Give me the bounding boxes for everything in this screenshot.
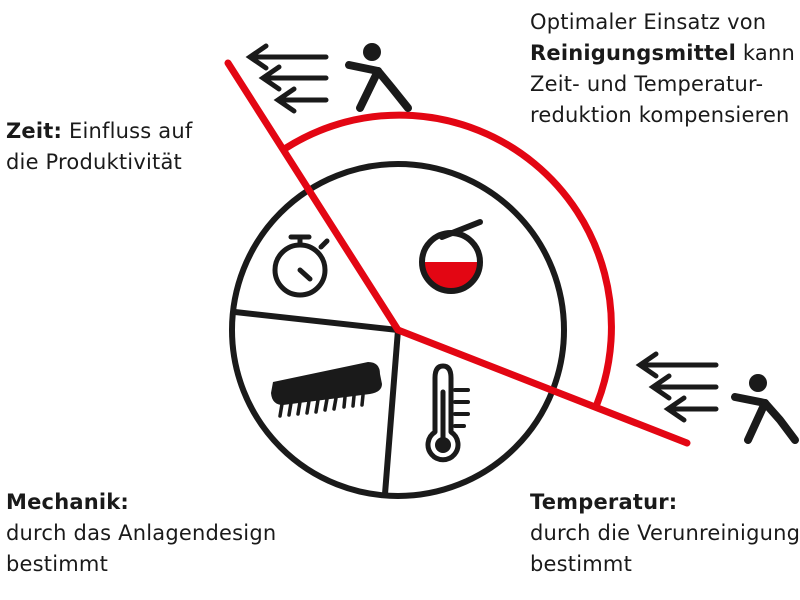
brush-icon [271, 362, 382, 418]
label-reinigungsmittel-line3: Zeit- und Temperatur- [530, 72, 764, 96]
label-reinigungsmittel-title: Reinigungsmittel [530, 41, 737, 65]
arrows-right [635, 351, 719, 423]
reinigungsmittel-arc [282, 111, 615, 408]
label-temperatur-line2: durch die Verunreinigung [530, 521, 800, 545]
arrows-top [245, 43, 329, 114]
label-mechanik-title: Mechanik: [6, 490, 130, 514]
label-zeit-line2: die Produktivität [6, 150, 182, 174]
pushing-figure-icon [731, 374, 799, 444]
label-temperatur-line3: bestimmt [530, 552, 633, 576]
label-reinigungsmittel-line4: reduktion kompensieren [530, 103, 790, 127]
boundary-line-temperatur [394, 326, 691, 447]
stopwatch-icon [272, 234, 330, 298]
label-reinigungsmittel-line1: Optimaler Einsatz von [530, 10, 767, 34]
thermometer-icon [425, 363, 470, 463]
label-mechanik: Mechanik: durch das Anlagendesign bestim… [6, 487, 336, 580]
label-mechanik-line2: durch das Anlagendesign [6, 521, 277, 545]
label-mechanik-line3: bestimmt [6, 552, 109, 576]
flask-icon [419, 219, 483, 294]
label-zeit-text: Einfluss auf [62, 119, 193, 143]
label-zeit-title: Zeit: [6, 119, 63, 143]
label-reinigungsmittel-line2: Reinigungsmittel kann [530, 41, 795, 65]
label-temperatur: Temperatur: durch die Verunreinigung bes… [530, 487, 800, 580]
label-zeit: Zeit: Einfluss auf die Produktivität [6, 116, 246, 178]
pushing-figure-icon [345, 43, 412, 112]
divider-zeit-mechanik [232, 309, 401, 333]
boundary-line-zeit [224, 59, 402, 334]
label-temperatur-title: Temperatur: [530, 490, 678, 514]
label-reinigungsmittel: Optimaler Einsatz von Reinigungsmittel k… [530, 7, 795, 131]
divider-mechanik-temperatur [382, 327, 401, 497]
label-zeit-line1: Zeit: Einfluss auf [6, 116, 246, 147]
